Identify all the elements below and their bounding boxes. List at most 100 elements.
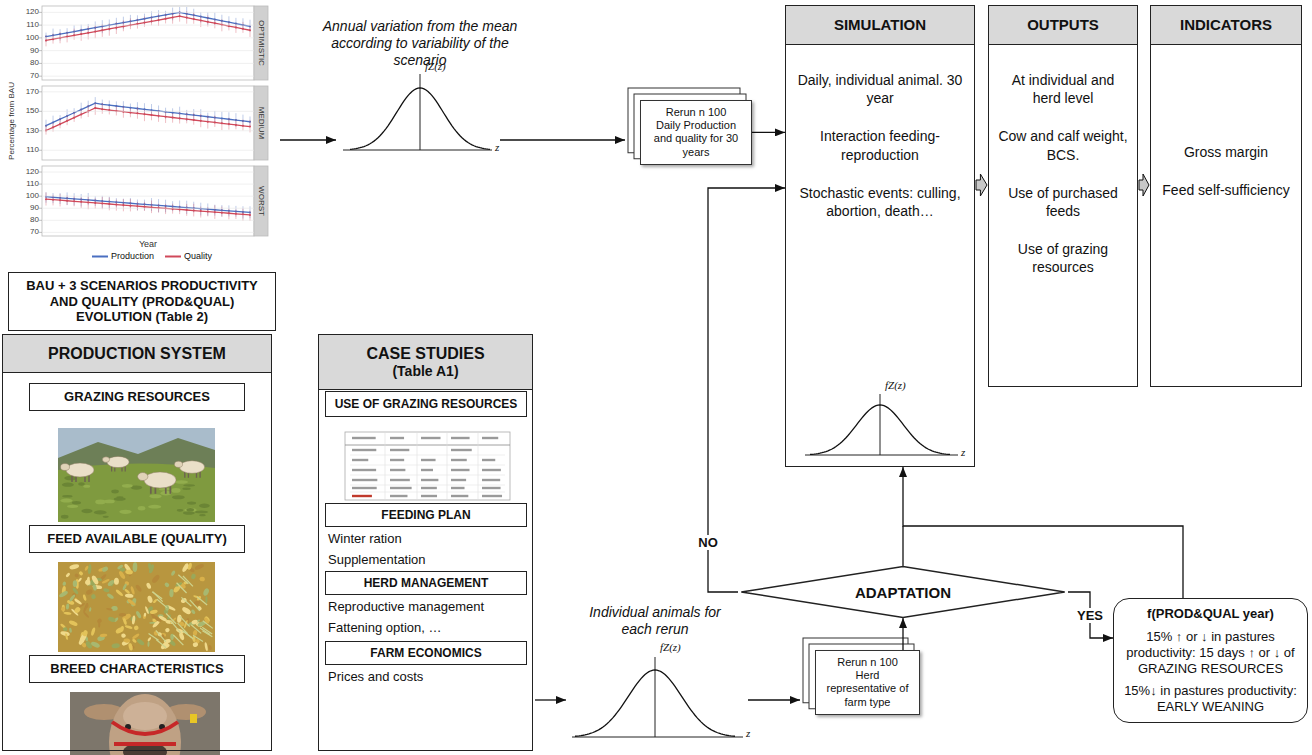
illustration-part xyxy=(810,405,950,454)
illustration-part xyxy=(39,172,42,173)
illustration-part xyxy=(60,630,70,636)
illustration-part xyxy=(205,596,207,603)
panel-body: Daily, individual animal. 30 yearInterac… xyxy=(786,45,974,220)
illustration-part xyxy=(46,16,250,40)
illustration-part xyxy=(148,564,155,574)
illustration-part xyxy=(207,121,209,123)
decision-diamond: ADAPTATION xyxy=(738,566,1068,618)
illustration-part xyxy=(151,201,152,214)
illustration-part xyxy=(228,212,230,214)
connector xyxy=(1068,592,1113,638)
illustration-part xyxy=(193,204,194,217)
decision-label: ADAPTATION xyxy=(855,584,951,601)
edge-label: NO xyxy=(696,535,720,550)
illustration-part xyxy=(194,511,208,514)
illustration-part xyxy=(121,633,126,638)
illustration-part xyxy=(221,117,223,119)
card-text: Rerun n 100 xyxy=(821,656,914,669)
illustration-part xyxy=(186,204,187,216)
illustration-part xyxy=(350,475,505,476)
illustration-part xyxy=(101,578,110,584)
edge-label: YES xyxy=(1075,608,1105,623)
scenario-box: BAU + 3 SCENARIOS PRODUCTIVITY AND QUALI… xyxy=(8,272,276,331)
illustration-part xyxy=(58,562,215,652)
axis-tick: 130 xyxy=(9,126,39,136)
illustration-part xyxy=(174,461,182,467)
illustration-part xyxy=(352,459,368,461)
illustration-part xyxy=(172,12,173,23)
illustration-part xyxy=(80,33,82,35)
illustration-part xyxy=(451,459,467,461)
illustration-part xyxy=(90,627,96,636)
illustration-part xyxy=(130,586,135,595)
illustration-part xyxy=(42,12,254,13)
illustration-part xyxy=(78,571,84,577)
illustration-part xyxy=(125,569,133,575)
illustration-part xyxy=(451,449,472,451)
illustration-part xyxy=(68,620,78,627)
illustration-part xyxy=(147,641,149,647)
illustration-part xyxy=(186,11,187,23)
illustration-part xyxy=(103,588,110,593)
illustration-part xyxy=(151,114,153,116)
illustration-part xyxy=(136,205,138,207)
illustration-part xyxy=(214,205,215,219)
illustration-part xyxy=(350,485,505,486)
panel-header: PRODUCTION SYSTEM xyxy=(3,335,271,373)
axis-tick: 100 xyxy=(9,191,39,201)
case-panel: CASE STUDIES(Table A1)USE OF GRAZING RES… xyxy=(318,334,533,751)
illustration-part xyxy=(100,633,108,637)
case-box: HERD MANAGEMENTReproductive managementFa… xyxy=(325,571,527,636)
panel-title: CASE STUDIES xyxy=(323,344,528,363)
illustration-part xyxy=(39,6,268,236)
illustration-part xyxy=(193,635,203,641)
illustration-part xyxy=(58,562,215,652)
illustration-part xyxy=(451,495,468,497)
illustration-part xyxy=(138,506,145,510)
illustration-part xyxy=(350,455,505,456)
illustration-part xyxy=(136,23,138,25)
illustration-part xyxy=(177,583,187,593)
indicators-panel: INDICATORSGross marginFeed self-sufficie… xyxy=(1150,5,1302,387)
illustration-part xyxy=(143,22,145,24)
illustration-part xyxy=(60,118,61,128)
illustration-part xyxy=(254,166,268,236)
illustration-part xyxy=(144,202,145,211)
illustration-part xyxy=(81,509,92,513)
panel-title: PRODUCTION SYSTEM xyxy=(7,344,267,363)
illustration-part xyxy=(228,123,230,125)
illustration-part xyxy=(88,564,92,574)
illustration-part xyxy=(60,606,65,611)
illustration-part xyxy=(572,657,743,737)
illustration-part xyxy=(228,209,229,220)
illustration-part xyxy=(138,473,148,481)
illustration-part xyxy=(165,14,166,24)
illustration-part xyxy=(157,599,167,607)
illustration-part xyxy=(352,449,376,451)
illustration-part xyxy=(108,28,110,30)
illustration-part xyxy=(350,88,490,149)
illustration-part xyxy=(83,611,90,618)
axis-name: z xyxy=(961,446,965,459)
illustration-part xyxy=(154,616,162,623)
illustration-part xyxy=(107,456,129,467)
illustration-part xyxy=(199,504,210,508)
illustration-part xyxy=(131,633,139,640)
illustration-part xyxy=(208,645,213,651)
illustration-part xyxy=(421,437,441,439)
illustration-part xyxy=(151,20,153,22)
illustration-part xyxy=(123,20,124,31)
illustration-part xyxy=(158,110,159,122)
illustration-part xyxy=(109,106,110,114)
illustration-part xyxy=(88,26,89,39)
illustration-part xyxy=(235,213,237,215)
card-text: Rerun n 100 xyxy=(646,106,746,119)
illustration-part xyxy=(158,115,160,117)
illustration-part xyxy=(182,488,190,490)
illustration-part xyxy=(152,592,162,599)
illustration-part xyxy=(42,172,254,173)
illustration-part xyxy=(151,574,161,585)
illustration-part xyxy=(191,625,201,634)
illustration-part xyxy=(60,499,72,503)
illustration-part xyxy=(207,21,209,23)
